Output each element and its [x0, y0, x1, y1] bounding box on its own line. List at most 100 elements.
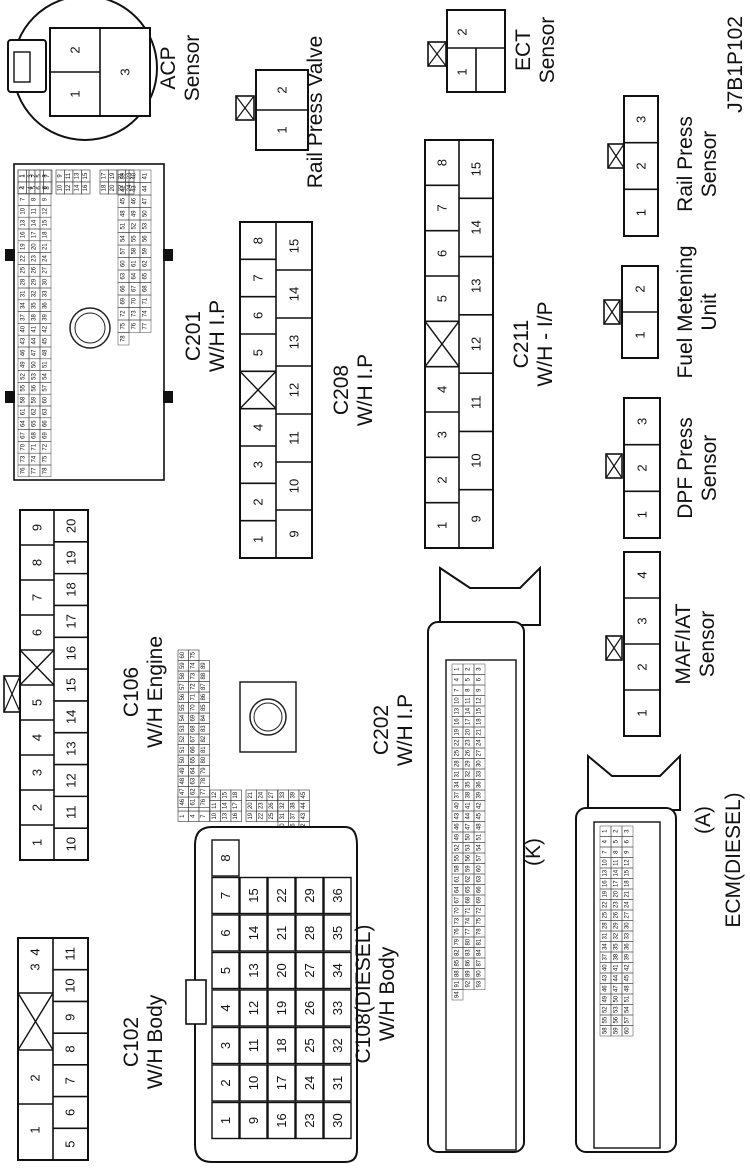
lock-cross — [607, 143, 625, 169]
pin-number: 5 — [218, 967, 233, 974]
pin-number: 12 — [469, 337, 484, 351]
pin-number: 11 — [614, 859, 620, 866]
label-line: W/H I.P — [394, 694, 417, 766]
pin-number: 70 — [132, 297, 138, 304]
pin-number: 42 — [477, 802, 483, 809]
pin-number: 4 — [635, 571, 650, 578]
pin-number: 56 — [466, 854, 472, 861]
pin-number: 4 — [30, 734, 45, 741]
pin-number: 12 — [246, 1001, 261, 1015]
pin-number: 59 — [180, 662, 186, 669]
pin-number: 3 — [218, 1042, 233, 1049]
label-line: ECT — [512, 29, 535, 71]
pin-number: 66 — [121, 285, 127, 292]
pin-number: 4 — [435, 386, 450, 393]
pin-number: 8 — [218, 854, 233, 861]
pin-cell — [267, 989, 296, 1027]
pin-number: 39 — [477, 791, 483, 798]
pin-number: 26 — [614, 911, 620, 918]
pin-number: 34 — [21, 302, 27, 309]
pin-number: 27 — [302, 963, 317, 977]
pin-cell — [239, 876, 268, 915]
label-line: DPF Press — [674, 417, 697, 519]
pin-number: 41 — [466, 802, 472, 809]
pin-number: 53 — [614, 1006, 620, 1013]
pin-number: 66 — [191, 746, 197, 753]
pin-number: 6 — [30, 629, 45, 636]
pin-number: 78 — [477, 928, 483, 935]
pin-number: 18 — [625, 880, 631, 887]
pin-number: 59 — [466, 865, 472, 872]
pin-cell — [239, 1064, 268, 1102]
pin-number: 67 — [132, 285, 138, 292]
pin-cell — [295, 951, 324, 990]
pin-number: 44 — [466, 812, 472, 819]
pin-number: 5 — [36, 174, 42, 178]
pin-number: 90 — [477, 970, 483, 977]
pin-number: 2 — [634, 162, 649, 169]
pin-number: 11 — [66, 172, 72, 179]
pin-number: 20 — [274, 963, 289, 977]
pin-number: 37 — [455, 791, 461, 798]
pin-number: 60 — [625, 1027, 631, 1034]
pin-number: 17 — [274, 1076, 289, 1090]
pin-number: 43 — [21, 337, 27, 344]
pin-number: 40 — [132, 172, 138, 179]
pin-number: 19 — [21, 243, 27, 250]
pin-number: 3 — [118, 68, 133, 75]
pin-number: 20 — [110, 184, 116, 191]
pin-number: 60 — [180, 651, 186, 658]
pin-number: 20 — [64, 519, 79, 533]
pin-number: 71 — [143, 297, 149, 304]
pin-number: 9 — [469, 515, 484, 522]
pin-cell — [323, 951, 352, 990]
pin-number: 51 — [43, 361, 49, 368]
pin-number: 30 — [625, 922, 631, 929]
pin-number: 17 — [466, 718, 472, 725]
pin-number: 68 — [466, 896, 472, 903]
pin-number: 51 — [180, 746, 186, 753]
pin-number: 61 — [21, 408, 27, 415]
pin-number: 3 — [28, 174, 34, 178]
pin-number: 72 — [191, 683, 197, 690]
pin-number: 21 — [274, 926, 289, 940]
pin-number: 64 — [132, 272, 138, 279]
pin-number: 2 — [68, 46, 83, 53]
pin-number: 78 — [43, 467, 49, 474]
pin-number: 21 — [43, 243, 49, 250]
pin-number: 3 — [43, 174, 49, 178]
pin-number: 58 — [455, 865, 461, 872]
pin-number: 9 — [30, 524, 45, 531]
pin-number: 24 — [302, 1076, 317, 1090]
pin-number: 86 — [466, 959, 472, 966]
pin-number: 30 — [477, 760, 483, 767]
label-line: C108(DIESEL) — [352, 925, 375, 1064]
pin-number: 54 — [180, 714, 186, 721]
pin-cell — [211, 876, 240, 915]
pin-number: 66 — [43, 420, 49, 427]
pin-number: 14 — [246, 926, 261, 940]
pin-number: 35 — [32, 302, 38, 309]
pin-number: 63 — [121, 272, 127, 279]
pin-number: 50 — [466, 833, 472, 840]
pin-cell — [295, 1064, 324, 1102]
acp-latch-slot — [13, 51, 31, 83]
pin-number: 88 — [455, 970, 461, 977]
pin-number: 8 — [32, 197, 38, 201]
label-line: Sensor — [698, 435, 721, 502]
pin-number: 4 — [21, 185, 27, 189]
label-line: C208 — [330, 365, 353, 415]
pin-number: 7 — [45, 174, 51, 178]
pin-number: 12 — [43, 207, 49, 214]
pin-number: 25 — [603, 911, 609, 918]
label-line: W/H - I/P — [534, 301, 557, 386]
pin-number: 22 — [603, 901, 609, 908]
pin-number: 39 — [43, 314, 49, 321]
pin-number: 1 — [218, 1117, 233, 1124]
pin-number: 18 — [43, 231, 49, 238]
